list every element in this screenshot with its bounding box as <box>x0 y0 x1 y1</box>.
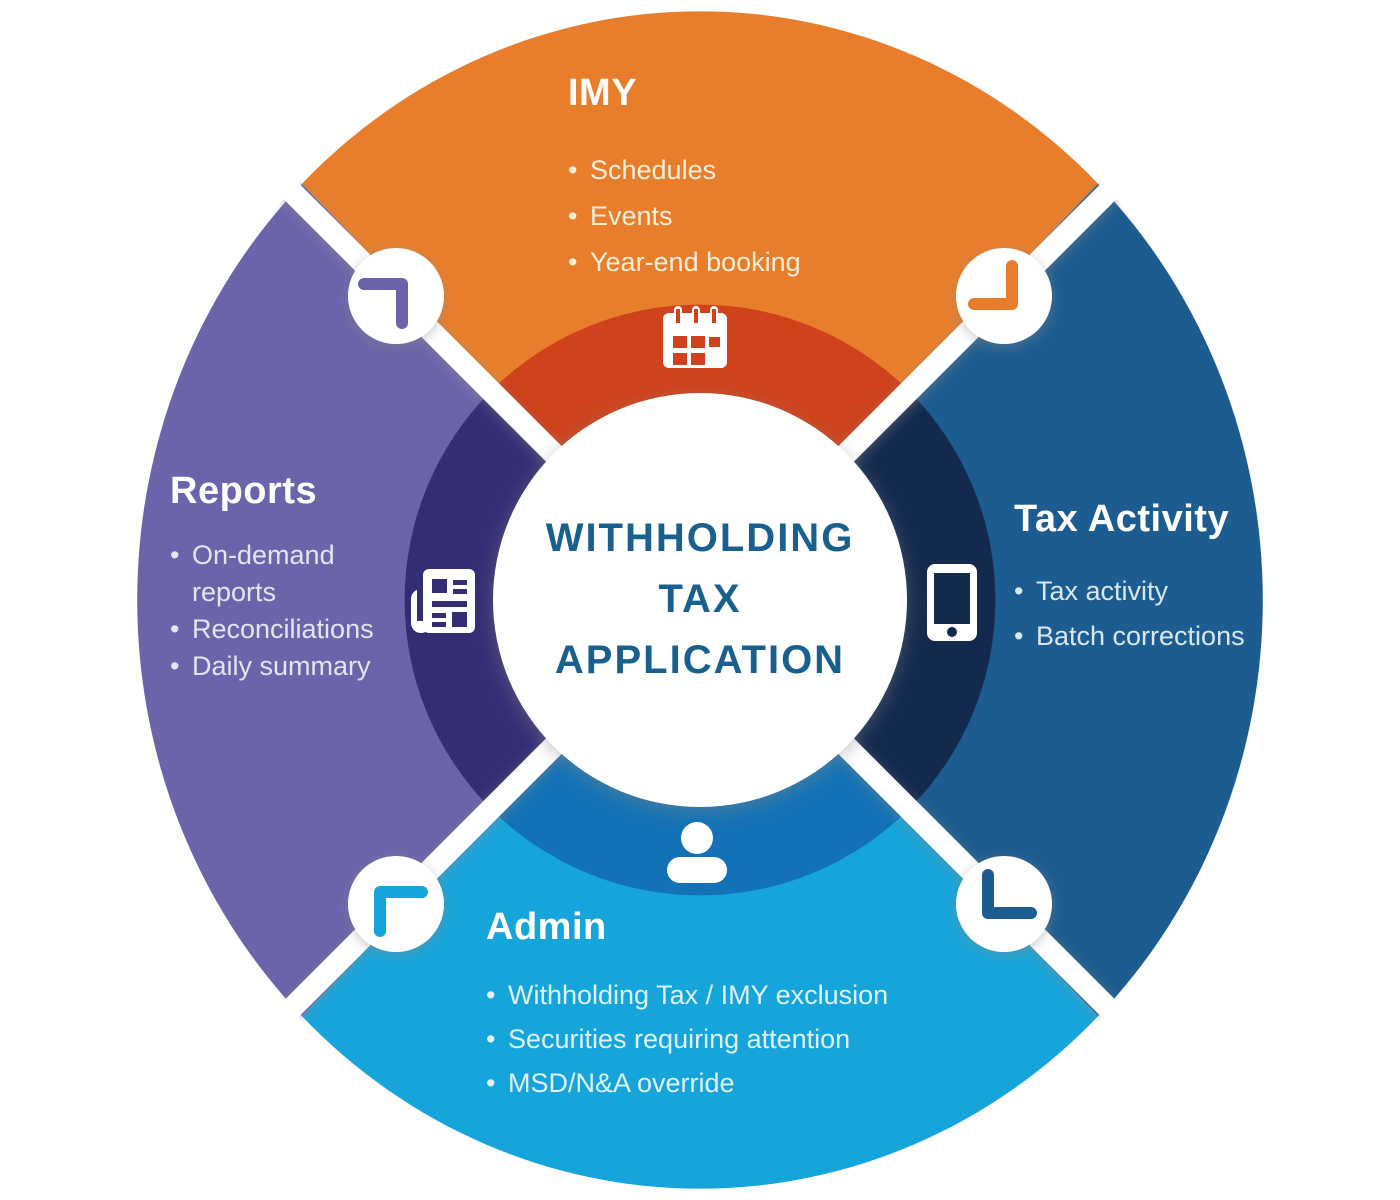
list-item-label: MSD/N&A override <box>508 1068 735 1098</box>
list-item-label: Tax activity <box>1036 576 1169 606</box>
bullet-dot: • <box>486 1024 496 1054</box>
bullet-dot: • <box>486 1068 496 1098</box>
tax-activity-section: Tax Activity • Tax activity • Batch corr… <box>1014 498 1314 659</box>
list-item: • Withholding Tax / IMY exclusion <box>486 973 956 1017</box>
corner-circle-bottom-right <box>956 856 1052 952</box>
list-item-label: Events <box>590 201 673 231</box>
list-item: • Batch corrections <box>1014 614 1314 659</box>
clock-hands-icon-bottom-left <box>374 886 428 937</box>
list-item: • On-demand reports <box>170 537 395 611</box>
list-item: • Year-end booking <box>568 239 988 285</box>
list-item-label: Year-end booking <box>590 247 801 277</box>
list-item: • Events <box>568 193 988 239</box>
clock-hands-icon-top-left <box>358 278 408 329</box>
list-item-label: Securities requiring attention <box>508 1024 851 1054</box>
list-item: • Tax activity <box>1014 569 1314 614</box>
bullet-dot: • <box>568 155 578 185</box>
center-title: WITHHOLDING TAX APPLICATION <box>450 508 950 691</box>
list-item-label: Schedules <box>590 155 717 185</box>
newspaper-icon <box>411 569 475 633</box>
list-item: • Reconciliations <box>170 611 395 648</box>
admin-section: Admin • Withholding Tax / IMY exclusion … <box>486 906 956 1105</box>
list-item-label: Reconciliations <box>192 614 374 644</box>
list-item: • Daily summary <box>170 648 395 685</box>
imy-title: IMY <box>568 72 638 114</box>
bullet-dot: • <box>486 980 496 1010</box>
tablet-icon <box>927 564 977 641</box>
person-icon <box>667 822 727 883</box>
center-title-line: APPLICATION <box>554 638 846 682</box>
list-item-label: Withholding Tax / IMY exclusion <box>508 980 889 1010</box>
list-item-label: Batch corrections <box>1036 621 1245 651</box>
reports-title: Reports <box>170 470 318 512</box>
imy-section: IMY • Schedules • Events • Year-end book… <box>568 72 988 285</box>
bullet-dot: • <box>170 614 180 644</box>
bullet-dot: • <box>1014 621 1024 651</box>
tax-activity-title: Tax Activity <box>1014 498 1230 540</box>
list-item: • Securities requiring attention <box>486 1017 956 1061</box>
list-item: • MSD/N&A override <box>486 1061 956 1105</box>
list-item: • Schedules <box>568 147 988 193</box>
reports-items: • On-demand reports • Reconciliations • … <box>170 537 395 685</box>
reports-section: Reports • On-demand reports • Reconcilia… <box>170 470 395 685</box>
admin-items: • Withholding Tax / IMY exclusion • Secu… <box>486 973 956 1105</box>
list-item-label: Daily summary <box>192 651 371 681</box>
tax-activity-items: • Tax activity • Batch corrections <box>1014 569 1314 659</box>
center-circle <box>493 393 907 807</box>
center-title-line: WITHHOLDING <box>545 516 855 560</box>
bullet-dot: • <box>568 247 578 277</box>
imy-items: • Schedules • Events • Year-end booking <box>568 147 988 285</box>
center-title-line: TAX <box>658 577 742 621</box>
bullet-dot: • <box>568 201 578 231</box>
bullet-dot: • <box>1014 576 1024 606</box>
corner-circle-top-right <box>956 248 1052 344</box>
clock-hands-icon-bottom-right <box>982 869 1037 919</box>
clock-hands-icon-top-right <box>968 260 1018 310</box>
bullet-dot: • <box>170 540 180 570</box>
bullet-dot: • <box>170 651 180 681</box>
list-item-label: On-demand reports <box>192 540 335 607</box>
admin-title: Admin <box>486 906 607 948</box>
calendar-icon <box>663 306 727 368</box>
corner-circle-bottom-left <box>348 856 444 952</box>
